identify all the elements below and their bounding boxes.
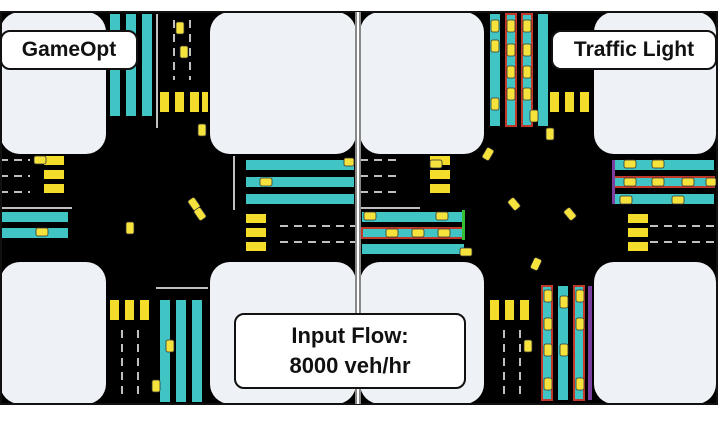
right-crosswalk-south xyxy=(490,300,529,320)
left-vehicles xyxy=(33,21,355,393)
input-flow-line2: 8000 veh/hr xyxy=(289,353,411,378)
left-west-queue-2 xyxy=(2,228,68,238)
left-east-queue-2 xyxy=(246,177,354,187)
left-east-queue-1 xyxy=(246,160,354,170)
right-block-top-left xyxy=(360,12,484,154)
right-block-bottom-right xyxy=(594,262,716,404)
left-north-queue-3 xyxy=(142,14,152,116)
panel-divider xyxy=(355,12,361,404)
left-south-queue-1 xyxy=(160,300,170,402)
gameopt-label: GameOpt xyxy=(0,30,138,70)
left-west-queue-1 xyxy=(2,212,68,222)
right-crosswalk-east xyxy=(628,214,648,251)
input-flow-line1: Input Flow: xyxy=(291,323,409,348)
right-vehicles xyxy=(363,19,717,391)
left-block-top-right xyxy=(210,12,356,154)
traffic-light-label-text: Traffic Light xyxy=(573,38,695,61)
left-crosswalk-south xyxy=(110,300,149,320)
left-east-queue-3 xyxy=(246,194,354,204)
traffic-light-label: Traffic Light xyxy=(551,30,717,70)
left-south-queue-3 xyxy=(192,300,202,402)
right-crosswalk-north xyxy=(550,92,589,112)
left-block-bottom-left xyxy=(0,262,106,404)
right-lane-lines xyxy=(360,159,716,400)
left-crosswalk-north xyxy=(160,92,208,112)
left-south-queue-2 xyxy=(176,300,186,402)
left-crosswalk-west xyxy=(44,156,64,193)
left-intersection xyxy=(0,12,356,404)
gameopt-label-text: GameOpt xyxy=(21,38,117,61)
left-lane-lines xyxy=(0,14,356,400)
left-crosswalk-east xyxy=(246,214,266,251)
input-flow-label: Input Flow: 8000 veh/hr xyxy=(234,313,466,389)
right-south-queues xyxy=(541,285,592,401)
